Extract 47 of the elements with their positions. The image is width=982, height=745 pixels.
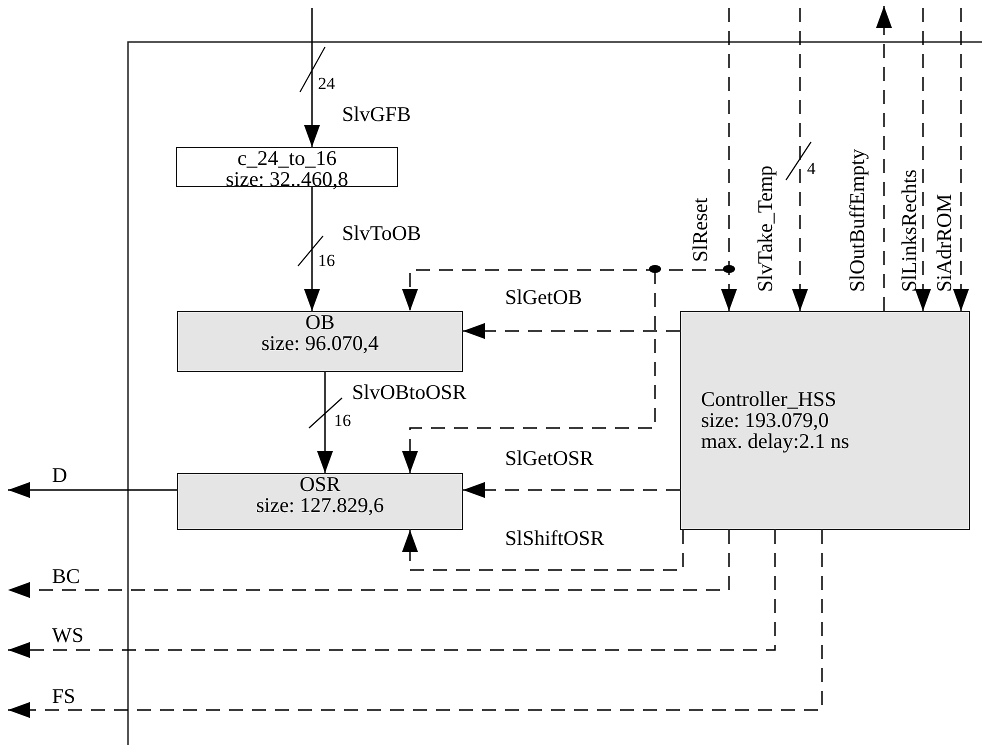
signal-label: WS [52,625,84,646]
bus-width: 4 [807,160,816,177]
signal-label: BC [52,566,80,587]
dashed-arrow [876,6,892,311]
dashed-arrow [8,530,730,598]
signal-label: SlvOBtoOSR [352,382,466,403]
block-detail: size: 127.829,6 [256,495,384,516]
dashed-arrow [721,8,737,311]
dashed-arrow [953,8,969,311]
bus-width: 16 [334,412,351,429]
arrow [304,187,320,311]
signal-label: SlvGFB [342,104,411,125]
arrow [8,482,177,498]
signal-label: D [52,465,68,486]
dashed-arrow [792,8,808,311]
process-box [680,311,970,530]
signal-label: SlvTake_Temp [755,164,776,292]
dashed-arrow [402,270,656,473]
arrow [304,8,320,147]
block-detail: size: 32..460,8 [226,169,348,190]
bus-width: 24 [318,75,335,92]
block-detail: size: 96.070,4 [261,333,379,354]
signal-label: SlOutBuffEmpty [847,148,868,292]
signal-label: SlGetOSR [505,448,594,469]
dashed-arrow [8,530,823,718]
signal-label: SlShiftOSR [505,528,604,549]
signal-label: SlReset [690,196,711,262]
signal-label: SiAdrROM [934,192,955,292]
block-detail: max. delay:2.1 ns [701,431,850,452]
signal-label: SlLinksRechts [899,168,920,292]
process-box [177,473,463,530]
block-name: OB [305,312,335,333]
dashed-arrow [402,530,684,571]
signal-label: SlvToOB [342,223,422,244]
signal-label: SlGetOB [505,287,582,308]
block-name: OSR [300,474,340,495]
dashed-arrow [915,8,931,311]
arrow [317,372,333,473]
dashed-arrow [463,323,680,339]
block-name: c_24_to_16 [237,148,337,169]
dashed-arrow [463,482,680,498]
signal-label: FS [52,686,76,707]
bus-width: 16 [318,252,335,269]
block-detail: size: 193.079,0 [701,410,829,431]
process-box [177,311,463,372]
dashed-arrow [8,530,776,658]
block-name: Controller_HSS [701,389,836,410]
